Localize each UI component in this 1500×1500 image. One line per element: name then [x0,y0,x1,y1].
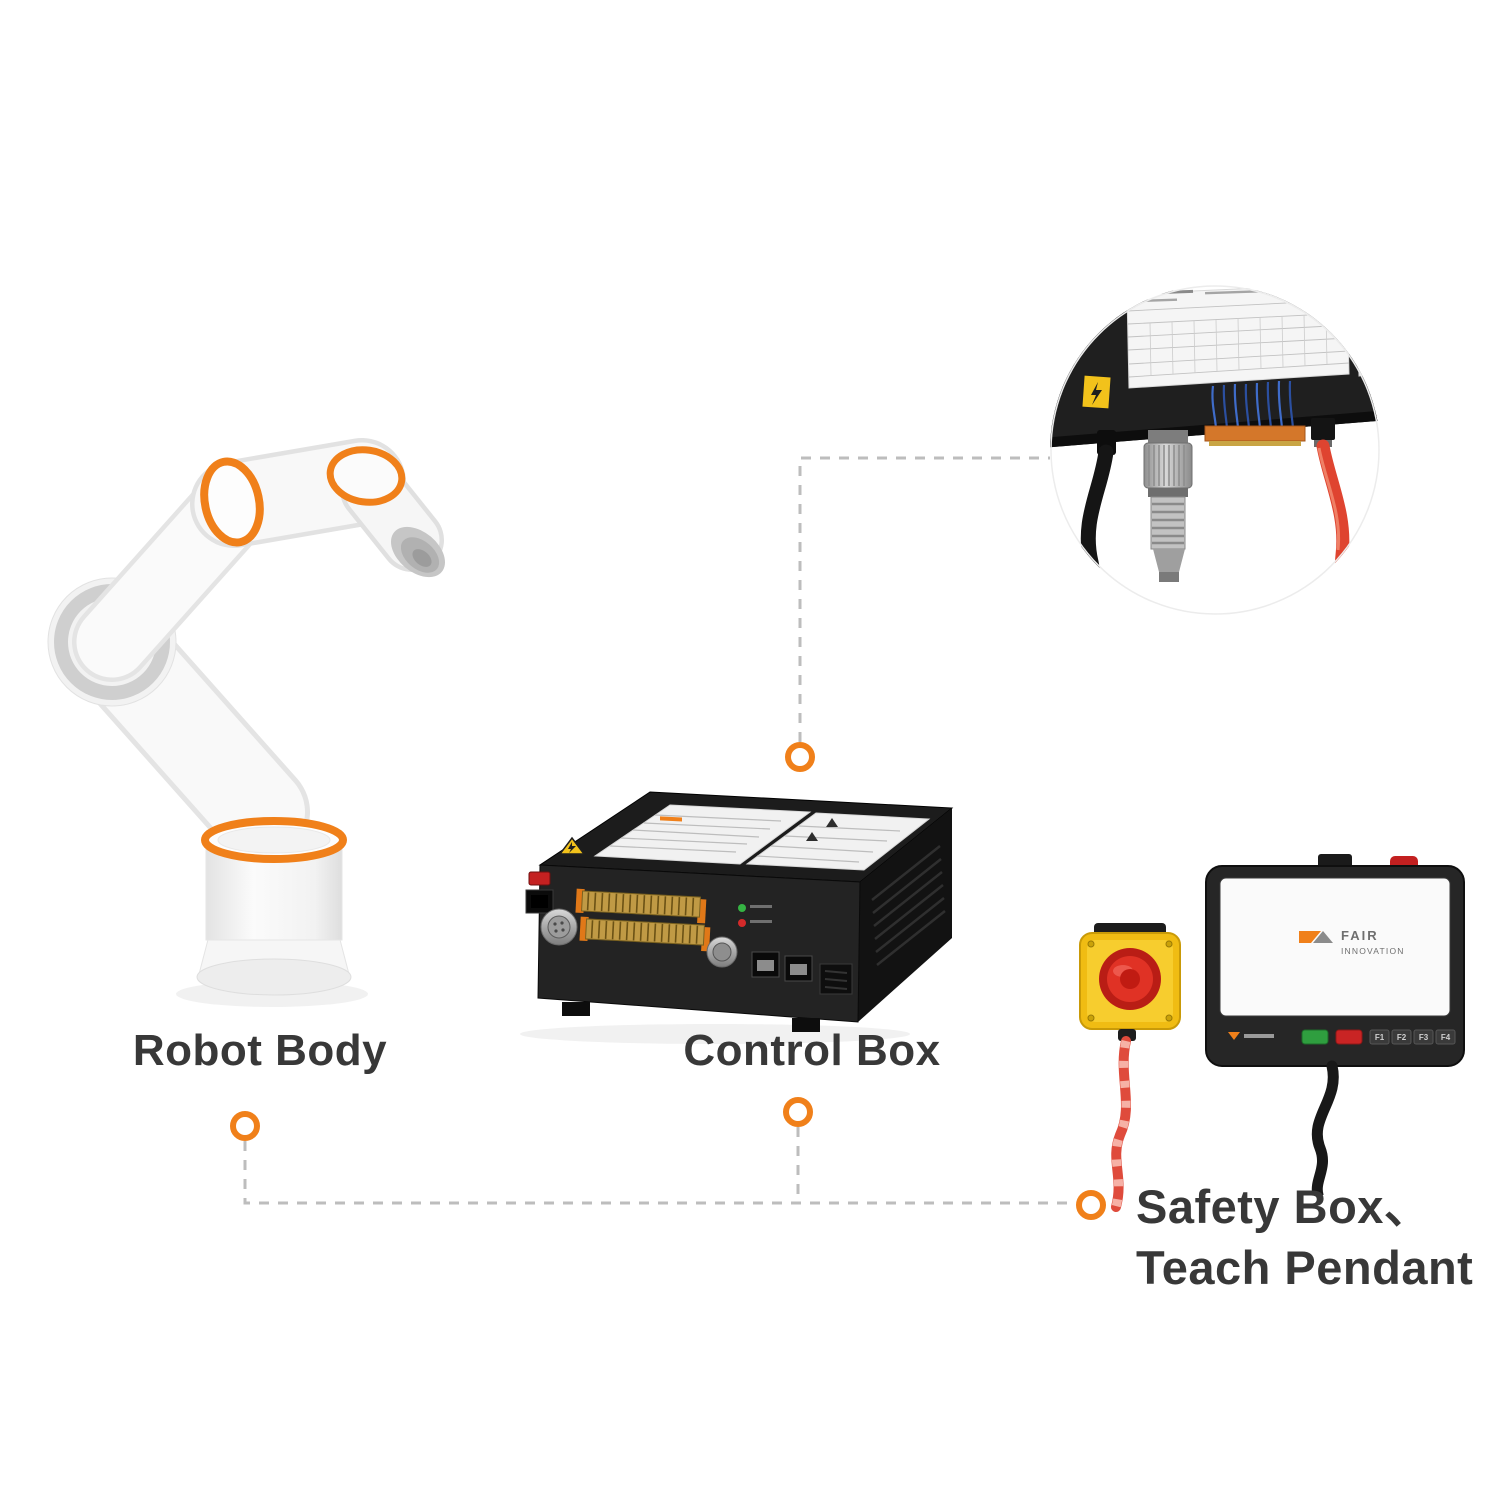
line-robot-to-safety [243,1141,1076,1205]
pendant-fkey-4 [1435,1029,1456,1045]
pendant-fkey-2 [1391,1029,1412,1045]
control-box-ethernet-ports [751,951,813,982]
pendant-fkey-2-label: F2 [1397,1033,1407,1042]
node-controlbox-top [785,742,815,772]
control-box-status-leds [738,904,772,927]
inset-edge-connector [1204,425,1306,446]
robot-wrist-ring [326,446,406,506]
inset-spec-label [1126,285,1350,389]
node-control-box [783,1097,813,1127]
control-box-top-label [593,804,812,865]
control-box-power-inlet [525,889,554,914]
label-safety-teach: Safety Box、 Teach Pendant [1136,1176,1473,1298]
pendant-stop-button [1335,1029,1363,1045]
inset-silver-connector [1143,430,1193,582]
control-box-power-switch [528,871,551,886]
safety-box-cable [1111,1036,1131,1212]
pendant-fkey-1 [1369,1029,1390,1045]
control-box-vents [871,845,946,966]
pendant-fkey-1-label: F1 [1375,1033,1385,1042]
warning-triangle-icon [826,818,838,827]
node-robot-body [230,1111,260,1141]
control-box-terminal-strip-1 [575,888,707,924]
inset-blue-wires [1211,380,1295,429]
control-box-io-module [819,963,853,995]
label-control-box: Control Box [683,1026,941,1075]
robot-shoulder-ring [200,457,264,547]
warning-triangle-icon [806,832,818,841]
label-robot-body: Robot Body [132,1026,388,1075]
control-box-round-connector [540,908,578,946]
brand-text-line2: INNOVATION [1341,946,1405,956]
teach-pendant-illustration: FAIR INNOVATION F1 F2 F3 F4 [1205,854,1465,1195]
control-box-round-connector-small [706,936,738,968]
control-box-foot [562,1002,590,1016]
pendant-fkey-4-label: F4 [1441,1033,1451,1042]
pendant-small-logo-text [1244,1034,1274,1038]
pendant-fkey-3-label: F3 [1419,1033,1429,1042]
control-box-warning-label [745,812,931,871]
connector-detail-inset [1050,285,1380,615]
pendant-fkey-3 [1413,1029,1434,1045]
pendant-small-logo-icon [1228,1032,1240,1040]
node-safety-teach [1076,1190,1106,1220]
pendant-screen [1219,877,1451,1017]
inset-high-voltage-icon [1081,374,1112,410]
label-safety-line1: Safety Box、 [1136,1180,1432,1233]
pendant-bottom-strip: F1 F2 F3 F4 [1228,1029,1456,1045]
brand-logo-mark-gray [1313,931,1333,943]
line-controlbox-to-inset [798,456,1050,742]
control-box-foot [792,1018,820,1032]
high-voltage-warning-icon [558,836,586,855]
control-box-terminal-strip-2 [579,916,711,952]
brand-text-line1: FAIR [1341,928,1379,943]
pendant-brand-logo: FAIR INNOVATION [1299,928,1405,956]
pendant-cable [1311,1060,1339,1195]
pendant-start-button [1301,1029,1329,1045]
brand-logo-mark-orange [1299,931,1321,943]
safety-box-illustration [1079,923,1181,1212]
emergency-stop-button [1099,948,1161,1010]
control-box-illustration [520,791,954,1044]
robot-base-rim [201,817,347,863]
robot-tool-flange [390,526,446,578]
label-safety-line2: Teach Pendant [1136,1241,1474,1295]
robot-body-illustration [47,438,446,1007]
